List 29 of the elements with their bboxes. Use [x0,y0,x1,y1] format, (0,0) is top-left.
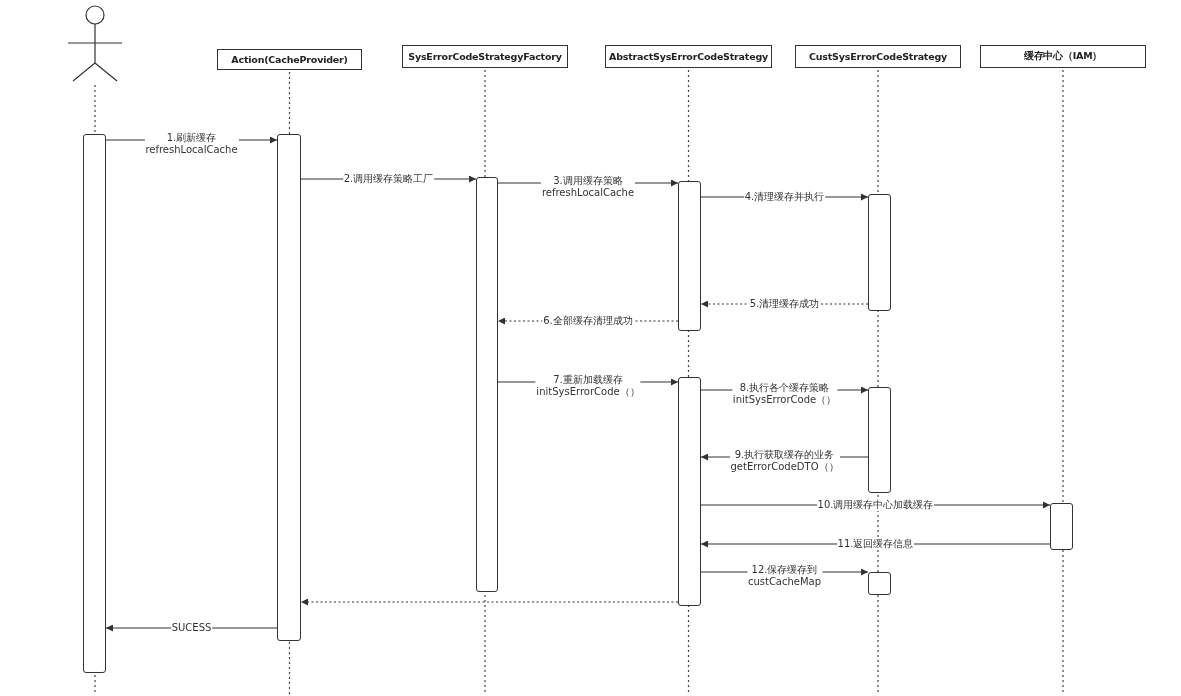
activation-bar [83,134,106,673]
participant-box: Action(CacheProvider) [217,49,362,70]
message-label: 6.全部缓存清理成功 [542,315,634,327]
message-label: 9.执行获取缓存的业务 getErrorCodeDTO（） [729,449,840,473]
message-arrow [300,598,679,606]
message-label: 3.调用缓存策略 refreshLocalCache [540,175,636,199]
activation-bar [277,134,301,641]
message-label: 2.调用缓存策略工厂 [342,173,435,185]
message-label: 12.保存缓存到 custCacheMap [746,564,823,588]
message-label: 1.刷新缓存 refreshLocalCache [144,132,239,156]
message-label: 11.返回缓存信息 [836,538,915,550]
message-label: 5.清理缓存成功 [748,298,821,310]
message-label: 10.调用缓存中心加载缓存 [816,499,935,511]
activation-bar [678,377,701,606]
activation-bar [868,572,891,595]
participant-box: CustSysErrorCodeStrategy [795,45,961,68]
message-label: 7.重新加载缓存 initSysErrorCode（） [535,374,641,398]
activation-bar [476,177,498,592]
activation-bar [868,387,891,493]
activation-bar [1050,503,1073,550]
activation-bar [868,194,891,311]
actor-icon [68,3,122,83]
message-label: SUCESS [170,622,213,634]
message-label: 8.执行各个缓存策略 initSysErrorCode（） [731,382,838,406]
activation-bar [678,181,701,331]
participant-box: SysErrorCodeStrategyFactory [402,45,568,68]
message-label: 4.清理缓存并执行 [743,191,826,203]
participant-box: AbstractSysErrorCodeStrategy [605,45,772,68]
participant-box: 缓存中心（IAM） [980,45,1146,68]
